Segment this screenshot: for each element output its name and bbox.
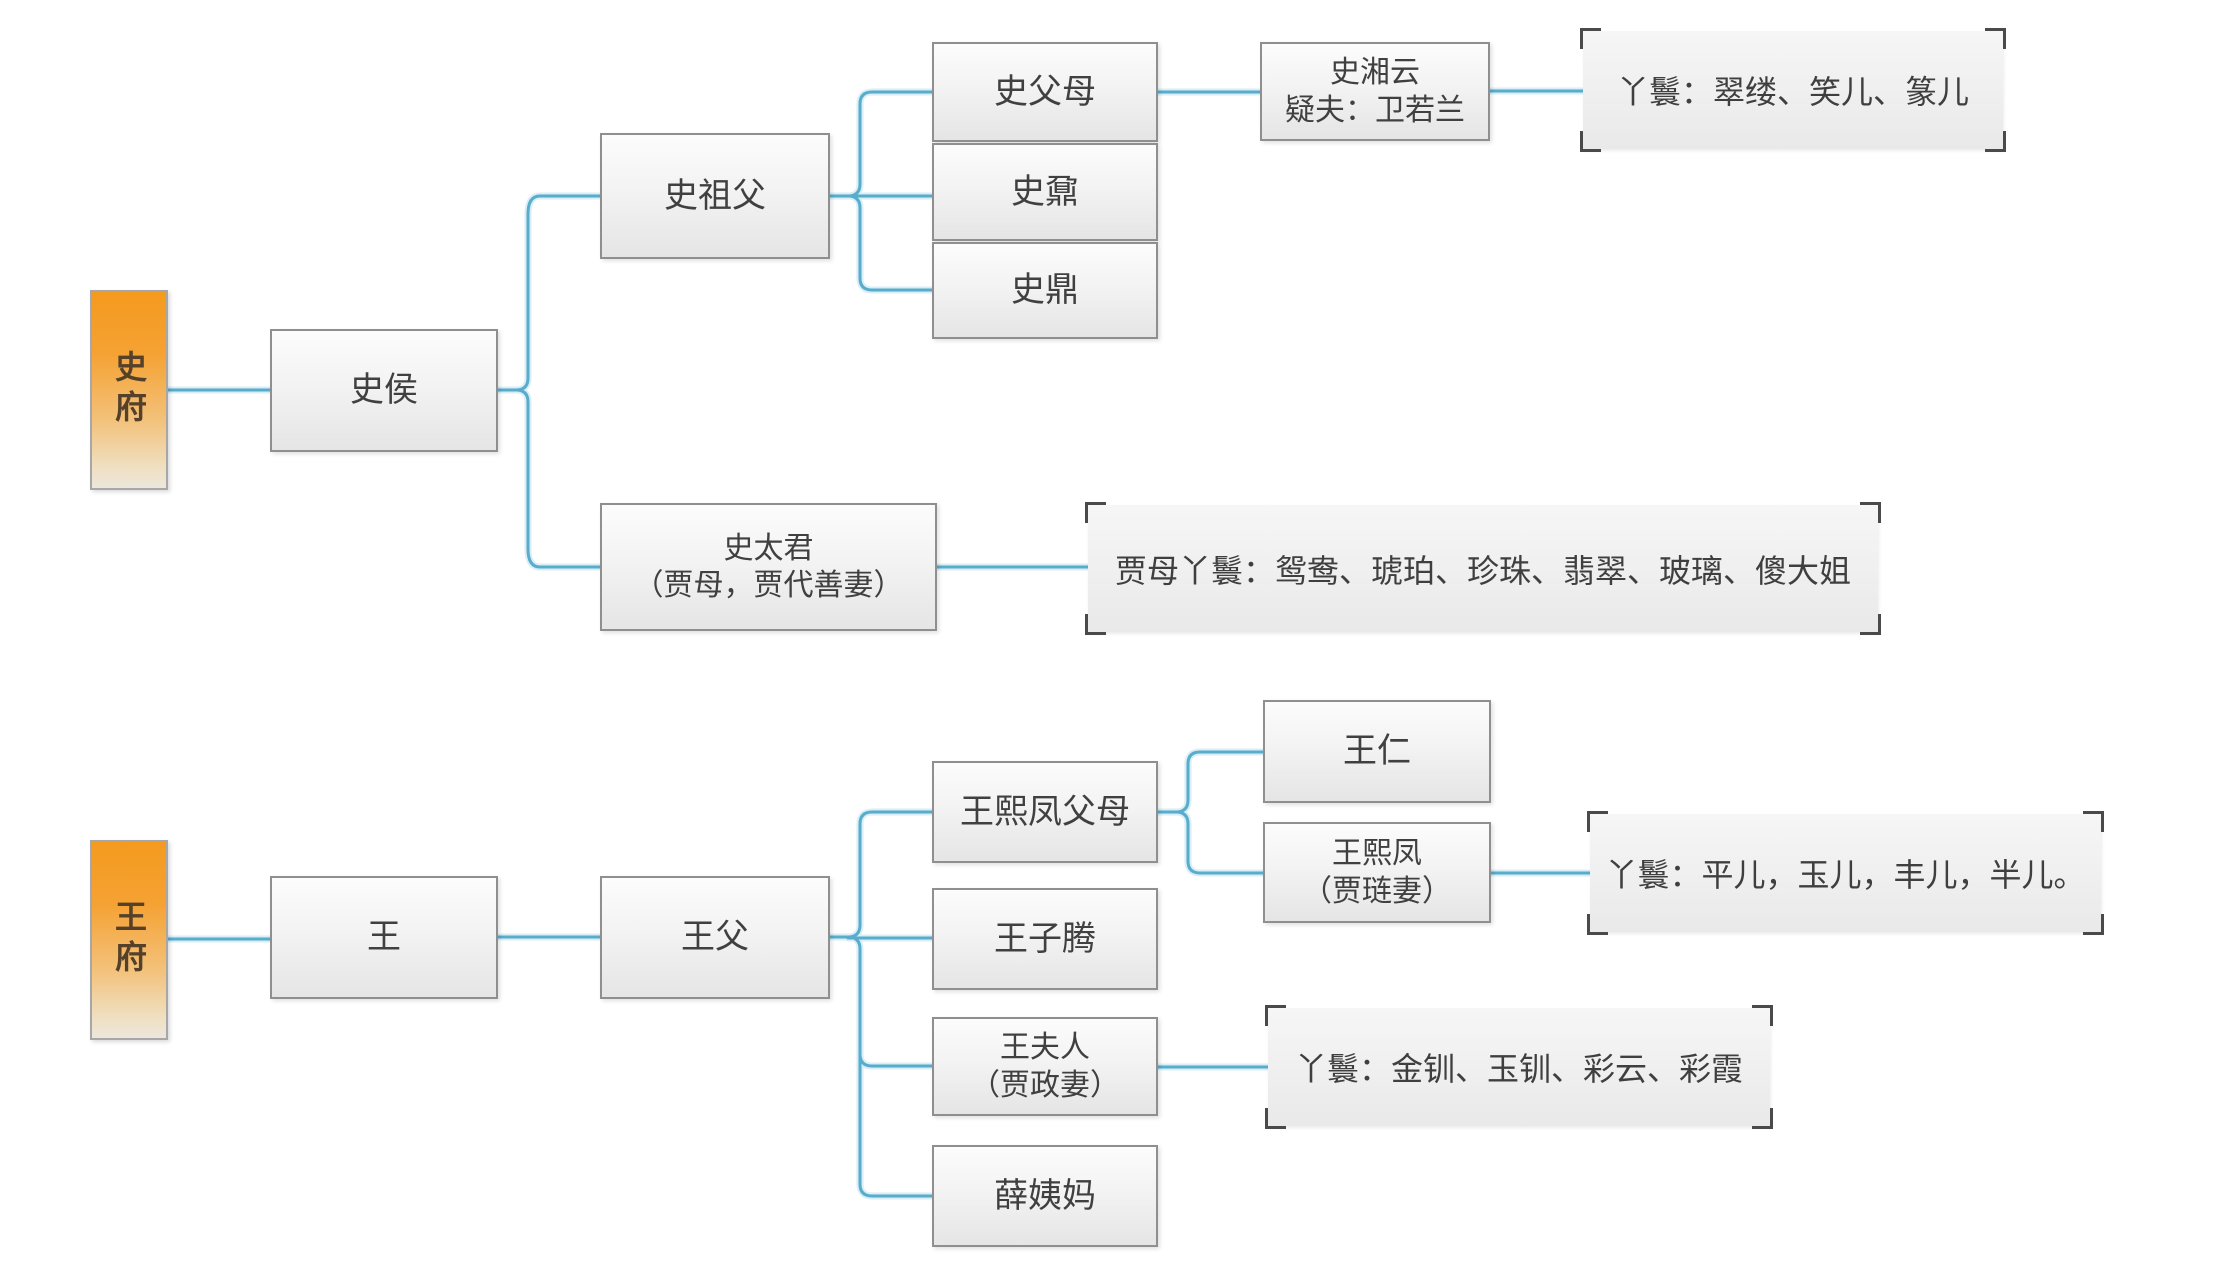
node-wang-xifeng[interactable]: 王熙凤 （贾琏妻） [1263, 822, 1491, 923]
node-wang-ancestor[interactable]: 王 [270, 876, 498, 999]
bracket-xiangyun-maids[interactable]: 丫鬟：翠缕、笑儿、篆儿 [1580, 28, 2006, 152]
corner-bracket-icon [1580, 28, 1601, 49]
node-shi-marquis[interactable]: 史侯 [270, 329, 498, 452]
corner-bracket-icon [1265, 1108, 1286, 1129]
bracket-label: 丫鬟：平儿，玉儿，丰儿，半儿。 [1605, 857, 2086, 893]
node-sublabel: 疑夫：卫若兰 [1285, 93, 1465, 127]
corner-bracket-icon [1580, 131, 1601, 152]
corner-bracket-icon [2083, 811, 2104, 832]
node-label: 史太君 [723, 531, 814, 565]
corner-bracket-icon [1587, 914, 1608, 935]
node-shi-parents[interactable]: 史父母 [932, 42, 1158, 142]
node-shi-estate[interactable]: 史府 [90, 290, 168, 490]
node-sublabel: （贾琏妻） [1302, 874, 1452, 908]
node-shi-taijun[interactable]: 史太君 （贾母，贾代善妻） [600, 503, 937, 631]
node-wang-father[interactable]: 王父 [600, 876, 830, 999]
node-xifeng-parents[interactable]: 王熙凤父母 [932, 761, 1158, 863]
node-label: 王子腾 [994, 919, 1096, 958]
node-label: 史府 [111, 350, 147, 430]
node-shi-xiangyun[interactable]: 史湘云 疑夫：卫若兰 [1260, 42, 1490, 141]
node-shi-grandfather[interactable]: 史祖父 [600, 133, 830, 259]
corner-bracket-icon [1085, 614, 1106, 635]
bracket-furen-maids[interactable]: 丫鬟：金钏、玉钏、彩云、彩霞 [1265, 1005, 1773, 1129]
corner-bracket-icon [1985, 28, 2006, 49]
bracket-label: 丫鬟：金钏、玉钏、彩云、彩霞 [1294, 1051, 1743, 1087]
node-label: 王熙凤父母 [960, 792, 1130, 831]
node-xue-yima[interactable]: 薛姨妈 [932, 1145, 1158, 1247]
bracket-label: 贾母丫鬟：鸳鸯、琥珀、珍珠、翡翠、玻璃、傻大姐 [1114, 552, 1851, 589]
node-label: 史祖父 [664, 176, 766, 215]
node-label: 史鼐 [1011, 172, 1079, 211]
node-shi-nai[interactable]: 史鼐 [932, 143, 1158, 241]
corner-bracket-icon [1860, 614, 1881, 635]
node-label: 史湘云 [1330, 56, 1420, 89]
node-label: 王仁 [1343, 732, 1411, 771]
node-wang-ziteng[interactable]: 王子腾 [932, 888, 1158, 990]
corner-bracket-icon [1752, 1108, 1773, 1129]
corner-bracket-icon [1752, 1005, 1773, 1026]
corner-bracket-icon [1587, 811, 1608, 832]
node-sublabel: （贾母，贾代善妻） [633, 569, 904, 602]
corner-bracket-icon [1860, 502, 1881, 523]
node-label: 王熙凤 [1332, 837, 1422, 870]
corner-bracket-icon [1085, 502, 1106, 523]
node-label: 王府 [111, 900, 147, 980]
node-label: 史父母 [994, 72, 1096, 111]
node-wang-estate[interactable]: 王府 [90, 840, 168, 1040]
bracket-xifeng-maids[interactable]: 丫鬟：平儿，玉儿，丰儿，半儿。 [1587, 811, 2104, 935]
node-label: 薛姨妈 [994, 1176, 1096, 1215]
node-wang-ren[interactable]: 王仁 [1263, 700, 1491, 803]
node-label: 王夫人 [1000, 1031, 1090, 1064]
bracket-label: 丫鬟：翠缕、笑儿、篆儿 [1616, 74, 1969, 110]
corner-bracket-icon [1985, 131, 2006, 152]
corner-bracket-icon [2083, 914, 2104, 935]
corner-bracket-icon [1265, 1005, 1286, 1026]
node-label: 史侯 [350, 371, 418, 410]
node-shi-ding[interactable]: 史鼎 [932, 242, 1158, 339]
node-sublabel: （贾政妻） [970, 1068, 1120, 1102]
node-label: 王父 [681, 918, 749, 957]
bracket-jiamu-maids[interactable]: 贾母丫鬟：鸳鸯、琥珀、珍珠、翡翠、玻璃、傻大姐 [1085, 502, 1881, 635]
node-wang-furen[interactable]: 王夫人 （贾政妻） [932, 1017, 1158, 1116]
node-label: 史鼎 [1011, 271, 1079, 310]
node-label: 王 [367, 918, 401, 957]
